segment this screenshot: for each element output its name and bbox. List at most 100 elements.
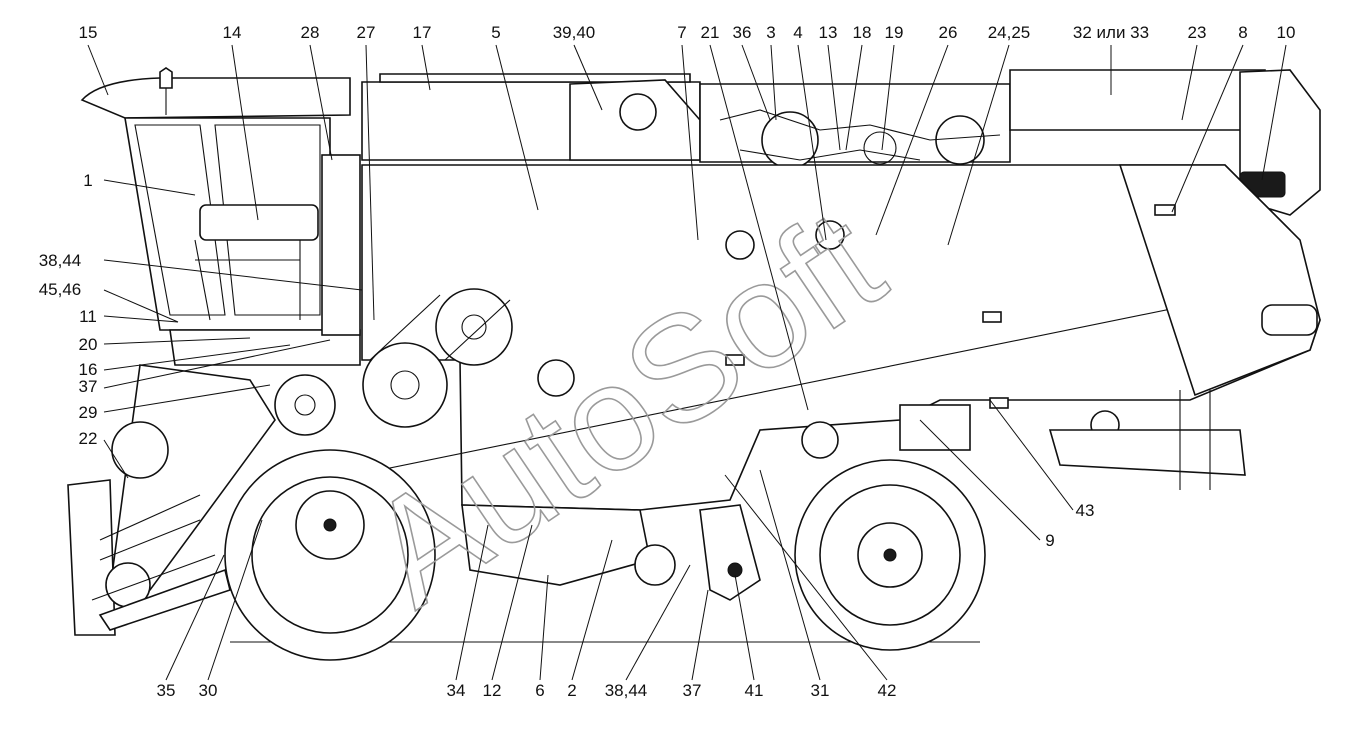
leader-line (103, 259, 363, 291)
engine-hood (1009, 69, 1266, 131)
engine-detail (719, 109, 1001, 169)
callout-label: 5 (491, 23, 500, 42)
tailings-auger-cover (634, 544, 676, 586)
callout-label: 15 (79, 23, 98, 42)
leader-line (691, 589, 709, 681)
callouts-left: 1 38,44 45,46 11 20 16 37 29 22 (39, 171, 98, 448)
callout-label: 29 (79, 403, 98, 422)
callout-label: 1 (83, 171, 92, 190)
leader-line (103, 439, 129, 479)
callout-label: 3 (766, 23, 775, 42)
leader-line (103, 339, 331, 389)
leader-line (741, 44, 771, 121)
cab-platform (169, 329, 361, 366)
callout-label: 18 (853, 23, 872, 42)
leader-line (87, 44, 109, 96)
callout-label: 6 (535, 681, 544, 700)
leader-line (165, 554, 225, 681)
callout-label: 17 (413, 23, 432, 42)
beater-pulley (435, 288, 513, 366)
rear-steering-wheel (794, 459, 986, 651)
callout-label: 36 (733, 23, 752, 42)
callout-label: 16 (79, 360, 98, 379)
leader-line (845, 44, 863, 151)
leader-line (1181, 44, 1198, 121)
leader-line (724, 474, 888, 681)
drive-belt (369, 294, 511, 361)
leader-line (770, 44, 777, 121)
callout-label: 8 (1238, 23, 1247, 42)
leader-line (573, 44, 603, 111)
callout-label: 12 (483, 681, 502, 700)
variator-unit (537, 359, 575, 397)
leader-line (455, 524, 489, 681)
side-plate (982, 311, 1002, 323)
grain-pan (461, 504, 651, 586)
callouts-right: 43 9 (1045, 501, 1094, 550)
callout-label: 32 или 33 (1073, 23, 1149, 42)
callout-label: 2 (567, 681, 576, 700)
leader-line (797, 44, 827, 241)
callout-label: 31 (811, 681, 830, 700)
leader-line (103, 344, 291, 371)
callout-label: 38,44 (605, 681, 648, 700)
leader-line (365, 44, 375, 321)
leader-line (827, 44, 841, 151)
callout-label: 42 (878, 681, 897, 700)
callout-label: 14 (223, 23, 242, 42)
front-drive-wheel (224, 449, 436, 661)
cab-handrail (194, 239, 301, 321)
leader-line (103, 337, 251, 345)
callout-label: 37 (683, 681, 702, 700)
callout-label: 34 (447, 681, 466, 700)
beacon-light (159, 67, 173, 89)
operator-seat (199, 204, 319, 241)
rear-plate (1154, 204, 1176, 216)
leader-line (207, 519, 263, 681)
leader-line (947, 44, 1010, 246)
callout-label: 41 (745, 681, 764, 700)
leader-line (681, 44, 699, 241)
cab-rear-column (321, 154, 361, 336)
chopper-drive (815, 220, 845, 250)
leader-line (919, 419, 1041, 541)
header-springs (91, 494, 216, 601)
leader-line (875, 44, 949, 236)
leader-line (539, 574, 549, 681)
leader-line (231, 44, 259, 221)
callout-label: 11 (79, 307, 97, 326)
threshing-drum-pulley (362, 342, 448, 428)
callout-label: 30 (199, 681, 218, 700)
callout-label: 27 (357, 23, 376, 42)
rear-grille (1261, 304, 1318, 336)
leader-line (1171, 44, 1244, 213)
callout-label: 37 (79, 377, 98, 396)
callout-label: 22 (79, 429, 98, 448)
callout-label: 7 (677, 23, 686, 42)
callout-label: 4 (793, 23, 802, 42)
leader-line (989, 399, 1074, 511)
cab-door-window (134, 124, 226, 316)
axle-hub-bolt (727, 562, 743, 578)
callouts-top: 15 14 28 27 17 5 39,40 7 21 36 3 4 13 18… (79, 23, 1296, 42)
straw-spreader (1048, 429, 1246, 476)
steering-axle-hub (801, 421, 839, 459)
callout-label: 19 (885, 23, 904, 42)
leader-line (1261, 44, 1287, 181)
spreader-legs (1179, 390, 1211, 490)
header-reel-hub (111, 421, 169, 479)
side-plate-lower (989, 397, 1009, 409)
rear-panel (1118, 164, 1321, 397)
callout-label: 9 (1045, 531, 1054, 550)
callout-label: 35 (157, 681, 176, 700)
callout-label: 38,44 (39, 251, 82, 270)
leader-line (103, 384, 271, 413)
cab-roof (80, 77, 351, 119)
leader-line (881, 44, 895, 151)
combine-harvester-drawing (67, 67, 1321, 661)
leader-line (103, 289, 179, 323)
callout-label: 45,46 (39, 280, 82, 299)
leader-line (734, 574, 755, 681)
callout-label: 10 (1277, 23, 1296, 42)
